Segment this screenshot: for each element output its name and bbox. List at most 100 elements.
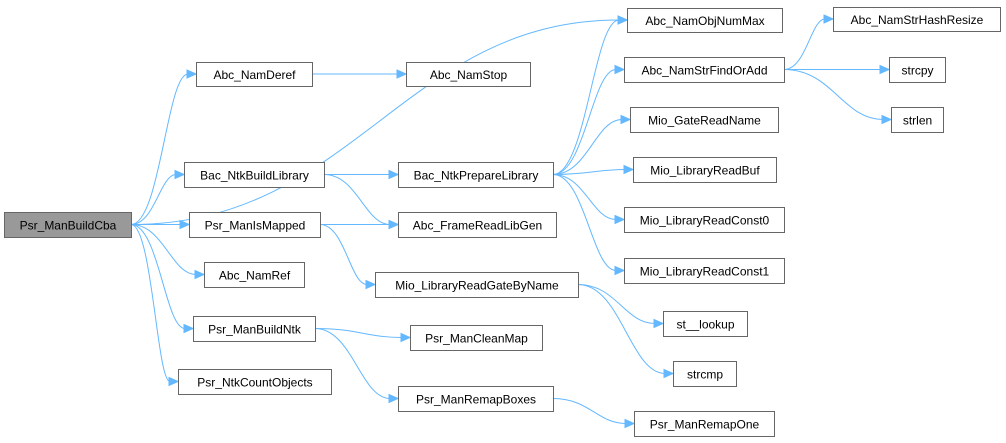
node-bac-ntkbuildlibrary[interactable]: Bac_NtkBuildLibrary: [184, 162, 325, 188]
node-box: [410, 325, 543, 351]
edge-gatebyname-to-strcmp: [577, 284, 666, 374]
node-label: Abc_NamStrFindOrAdd: [641, 64, 767, 78]
node-abc-namderef[interactable]: Abc_NamDeref: [196, 62, 313, 87]
node-box: [204, 262, 305, 288]
node-abc-namstrfindoradd[interactable]: Abc_NamStrFindOrAdd: [624, 57, 785, 83]
node-psr-manbuildcba[interactable]: Psr_ManBuildCba: [4, 212, 132, 238]
arrowhead-const0: [614, 214, 626, 225]
node-box: [193, 316, 316, 342]
arrowhead-strlen: [881, 114, 893, 125]
call-nodes: Psr_ManBuildCba Abc_NamDerefBac_NtkBuildL…: [4, 7, 1001, 437]
node-label: Mio_LibraryReadBuf: [650, 164, 760, 178]
arrowhead-remapboxes: [388, 393, 400, 404]
arrowhead-bacprep: [388, 169, 400, 180]
node-psr-manremapone[interactable]: Psr_ManRemapOne: [634, 411, 775, 437]
arrowhead-buildntk: [183, 323, 195, 334]
edge-strfind-to-strlen: [783, 69, 884, 120]
arrowhead-readbuf: [623, 164, 635, 175]
node-box: [196, 62, 313, 87]
edge-bacprep-to-numax: [552, 19, 620, 175]
node-label: Mio_LibraryReadGateByName: [395, 279, 559, 293]
node-box: [398, 162, 554, 188]
node-mio-gatereadname[interactable]: Mio_GateReadName: [630, 107, 779, 133]
node-st--lookup[interactable]: st__lookup: [663, 311, 748, 337]
node-label: Bac_NtkPrepareLibrary: [414, 169, 539, 183]
node-strcmp[interactable]: strcmp: [673, 361, 737, 387]
node-label: Abc_NamObjNumMax: [645, 14, 764, 28]
edge-gatebyname-to-stlookup: [577, 284, 656, 324]
node-strlen[interactable]: strlen: [891, 107, 944, 133]
arrowhead-numax: [617, 15, 629, 25]
node-mio-libraryreadconst0[interactable]: Mio_LibraryReadConst0: [624, 207, 785, 233]
arrowhead-const1: [614, 265, 626, 276]
node-label: Psr_ManBuildNtk: [208, 323, 302, 337]
node-abc-namstrhashresize[interactable]: Abc_NamStrHashResize: [833, 7, 1001, 32]
node-box: [624, 57, 785, 83]
node-box: [375, 272, 579, 298]
node-box: [189, 212, 321, 238]
edge-root-to-namref: [130, 224, 197, 275]
node-label: Psr_ManIsMapped: [205, 219, 306, 233]
edge-root-to-namderef: [130, 73, 189, 225]
node-box: [889, 57, 946, 83]
node-box: [634, 411, 775, 437]
arrowhead-ismapped: [179, 219, 191, 230]
node-box: [398, 212, 557, 238]
node-label: Abc_FrameReadLibGen: [413, 219, 542, 233]
node-abc-namref[interactable]: Abc_NamRef: [204, 262, 305, 288]
node-box: [673, 361, 737, 387]
node-label: Psr_ManCleanMap: [425, 332, 528, 346]
arrowhead-stlookup: [653, 318, 665, 329]
edge-root-to-countobj: [130, 224, 171, 382]
arrowhead-remapone: [624, 418, 636, 429]
node-psr-manismapped[interactable]: Psr_ManIsMapped: [189, 212, 321, 238]
arrowhead-strcmp: [663, 368, 675, 379]
edge-root-to-buildntk: [130, 224, 186, 329]
node-bac-ntkpreparelibrary[interactable]: Bac_NtkPrepareLibrary: [398, 162, 554, 188]
arrowhead-namderef: [186, 69, 198, 79]
edge-ismapped-to-gatebyname: [319, 224, 368, 285]
edge-buildntk-to-cleanmap: [314, 328, 403, 338]
edge-bacprep-to-const0: [552, 174, 617, 220]
node-label: Mio_GateReadName: [648, 114, 761, 128]
node-label: Bac_NtkBuildLibrary: [200, 169, 309, 183]
edge-bacprep-to-const1: [552, 174, 617, 271]
node-label: Psr_ManBuildCba: [20, 219, 117, 233]
node-label: Psr_ManRemapOne: [650, 418, 760, 432]
node-box: [624, 258, 785, 284]
node-psr-manbuildntk[interactable]: Psr_ManBuildNtk: [193, 316, 316, 342]
node-box: [663, 311, 748, 337]
node-abc-namobjnummax[interactable]: Abc_NamObjNumMax: [627, 8, 783, 33]
edge-bacprep-to-readbuf: [552, 169, 626, 175]
edge-bacprep-to-strfind: [552, 69, 617, 175]
arrowhead-countobj: [168, 376, 180, 387]
node-label: Abc_NamRef: [219, 269, 291, 283]
node-box: [406, 62, 531, 87]
node-label: strcmp: [687, 368, 723, 382]
arrowhead-strcpy: [879, 64, 891, 75]
node-label: Abc_NamDeref: [213, 68, 296, 82]
node-abc-namstop[interactable]: Abc_NamStop: [406, 62, 531, 87]
node-box: [891, 107, 944, 133]
node-label: Mio_LibraryReadConst0: [640, 214, 770, 228]
node-box: [833, 7, 1001, 32]
arrowhead-gatebyname: [365, 279, 377, 290]
node-box: [624, 207, 785, 233]
node-box: [627, 8, 783, 33]
node-mio-libraryreadbuf[interactable]: Mio_LibraryReadBuf: [633, 157, 777, 183]
node-abc-framereadlibgen[interactable]: Abc_FrameReadLibGen: [398, 212, 557, 238]
node-psr-ntkcountobjects[interactable]: Psr_NtkCountObjects: [178, 369, 332, 395]
arrowhead-namref: [194, 269, 206, 280]
node-label: Abc_NamStop: [430, 68, 508, 82]
node-mio-libraryreadgatebyname[interactable]: Mio_LibraryReadGateByName: [375, 272, 579, 298]
node-box: [630, 107, 779, 133]
node-label: st__lookup: [676, 318, 734, 332]
node-strcpy[interactable]: strcpy: [889, 57, 946, 83]
node-mio-libraryreadconst1[interactable]: Mio_LibraryReadConst1: [624, 258, 785, 284]
node-box: [178, 369, 332, 395]
node-psr-manremapboxes[interactable]: Psr_ManRemapBoxes: [398, 386, 554, 412]
node-psr-mancleanmap[interactable]: Psr_ManCleanMap: [410, 325, 543, 351]
edge-remapboxes-to-remapone: [552, 398, 627, 424]
edge-bacprep-to-gatename: [552, 119, 623, 175]
edge-root-to-bacbuild: [130, 174, 177, 225]
